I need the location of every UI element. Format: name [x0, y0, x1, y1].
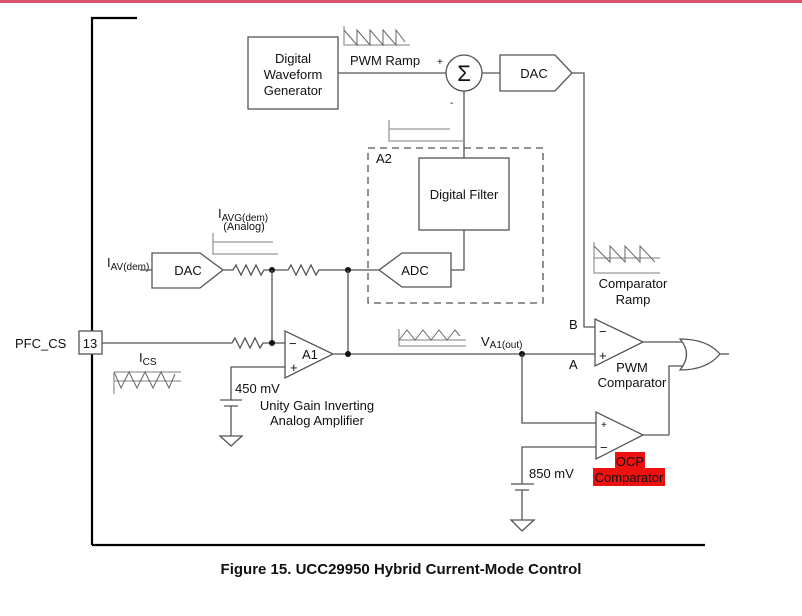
- wire-dac-to-pwm-comparator-b: [572, 72, 596, 328]
- or-gate: [678, 338, 721, 371]
- ic-boundary-left: [90, 16, 137, 545]
- a1-minus-sign: −: [289, 336, 297, 351]
- pwm-comparator-label-1: PWM: [616, 360, 648, 375]
- top-border-bar: [0, 0, 802, 3]
- pwm-comparator-label-2: Comparator: [598, 375, 667, 390]
- wire-ocp-minus-to-ref: [521, 446, 596, 484]
- summer-minus-sign: -: [450, 98, 453, 109]
- iav-dem-label: IAV(dem): [107, 255, 149, 273]
- waveform-gen-label-2: Waveform: [264, 67, 323, 82]
- figure-caption: Figure 15. UCC29950 Hybrid Current-Mode …: [220, 561, 582, 578]
- pin-13-box: 13: [78, 330, 103, 355]
- junction-dot: [345, 351, 351, 357]
- digital-filter-label: Digital Filter: [430, 187, 499, 202]
- comparator-ramp-waveform-icon: [593, 242, 660, 274]
- ocp-highlight: [615, 452, 645, 470]
- a2-group-boundary: [367, 147, 544, 304]
- ocp-minus-sign: −: [600, 440, 608, 455]
- ref-850mv-label: 850 mV: [529, 466, 574, 481]
- node-b-label: B: [569, 317, 578, 332]
- dac-top-block: DAC: [499, 54, 573, 92]
- step-waveform-icon: [388, 120, 463, 142]
- pwm-comp-minus-sign: −: [599, 324, 607, 339]
- a1-plus-sign: +: [290, 360, 298, 375]
- iavg-label: IAVG(dem): [218, 206, 268, 224]
- ocp-comparator-label-2: Comparator: [595, 470, 664, 485]
- amp-desc-line-2: Analog Amplifier: [270, 413, 365, 428]
- summer-plus-sign: +: [437, 57, 443, 68]
- comparator-ramp-label-1: Comparator: [599, 276, 668, 291]
- ocp-comparator: + −: [595, 410, 645, 461]
- ocp-plus-sign: +: [601, 420, 607, 431]
- iavg-analog-label: (Analog): [223, 221, 265, 233]
- iavg-waveform-icon: [212, 233, 278, 255]
- ground-icon: [509, 519, 536, 532]
- pwm-ramp-waveform-icon: [343, 26, 410, 47]
- adc-block: ADC: [377, 252, 452, 288]
- comparator-ramp-label-2: Ramp: [616, 292, 651, 307]
- dac-top-label: DAC: [520, 66, 547, 81]
- adc-label: ADC: [401, 263, 428, 278]
- wire-adc-to-filter: [451, 230, 465, 271]
- resistor-to-adc: [272, 263, 379, 277]
- battery-850mv-icon: [509, 483, 536, 532]
- va1-waveform-icon: [398, 329, 466, 347]
- va1-out-label: VA1(out): [481, 334, 522, 351]
- battery-450mv-icon: [218, 399, 244, 447]
- ground-icon: [218, 435, 244, 447]
- pwm-ramp-label: PWM Ramp: [350, 53, 420, 68]
- dac-left-block: DAC: [151, 252, 225, 289]
- pwm-comp-plus-sign: +: [599, 348, 607, 363]
- ref-450mv-label: 450 mV: [235, 381, 280, 396]
- ocp-highlight: [593, 468, 665, 486]
- a2-label: A2: [376, 151, 392, 166]
- digital-filter-block: Digital Filter: [418, 157, 510, 231]
- wire-pin-to-a1: [102, 336, 285, 350]
- ics-label: ICS: [139, 350, 157, 368]
- ocp-comparator-label-1: OCP: [616, 454, 644, 469]
- pin-number: 13: [83, 336, 97, 351]
- wire-ocp-to-or: [668, 365, 684, 435]
- digital-waveform-generator-block: Digital Waveform Generator: [247, 36, 339, 110]
- wire-a1-plus-to-ref: [230, 366, 285, 400]
- junction-dot: [269, 340, 275, 346]
- ics-waveform-icon: [113, 370, 181, 394]
- summing-junction: Σ: [445, 54, 483, 92]
- node-a-label: A: [569, 357, 578, 372]
- a1-opamp: − + A1: [284, 329, 335, 380]
- pfc-cs-pin-label: PFC_CS: [15, 336, 67, 351]
- waveform-gen-label-3: Generator: [264, 83, 323, 98]
- dac-left-label: DAC: [174, 263, 201, 278]
- pwm-comparator: − +: [594, 317, 645, 368]
- waveform-gen-label-1: Digital: [275, 51, 311, 66]
- resistor-dac-output: [223, 263, 272, 277]
- a1-label: A1: [302, 347, 318, 362]
- wire-to-ocp-plus: [521, 354, 596, 424]
- amp-desc-line-1: Unity Gain Inverting: [260, 398, 374, 413]
- sigma-icon: Σ: [457, 61, 471, 86]
